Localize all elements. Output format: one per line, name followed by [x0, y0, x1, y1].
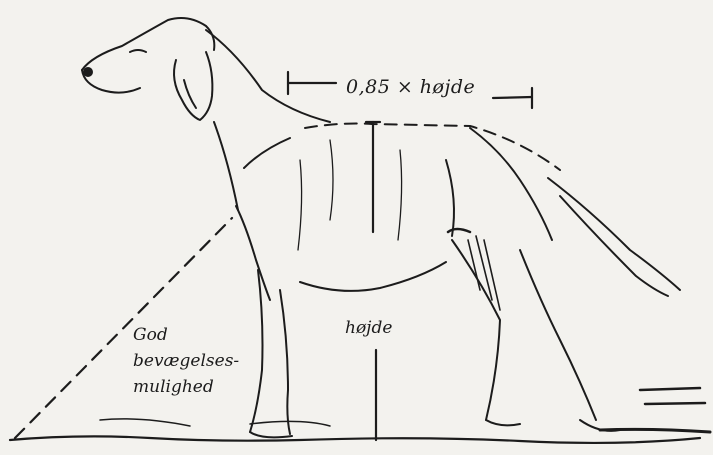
mobility-label-line-2: bevægelses- — [133, 348, 239, 374]
mobility-label-line-3: mulighed — [133, 374, 239, 400]
back-dashed-line — [305, 124, 560, 171]
height-measure-bar — [366, 122, 380, 440]
ground-line — [10, 388, 710, 443]
mobility-label: God bevægelses- mulighed — [133, 322, 239, 400]
width-label: 0,85 × højde — [346, 76, 475, 98]
mobility-label-line-1: God — [133, 322, 239, 348]
height-label: højde — [345, 318, 392, 338]
